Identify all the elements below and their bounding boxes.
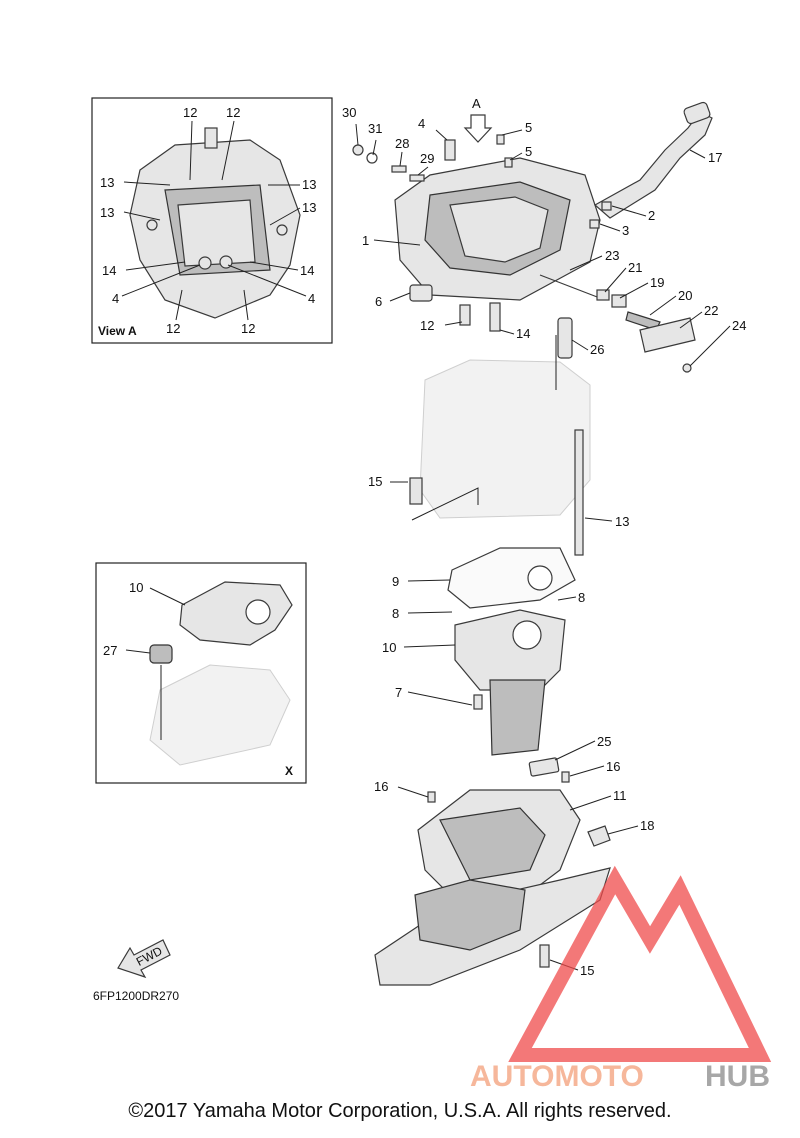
callout-7: 7 <box>395 685 402 700</box>
lower-casing-drawing <box>374 757 611 986</box>
callout-25: 25 <box>597 734 611 749</box>
view-x-caption: X <box>285 764 293 778</box>
callout-12: 12 <box>166 321 180 336</box>
view-a-caption: View A <box>98 324 137 338</box>
callout-15: 15 <box>580 963 594 978</box>
callout-14: 14 <box>102 263 116 278</box>
callout-1: 1 <box>362 233 369 248</box>
callout-4: 4 <box>112 291 119 306</box>
view-a-gasket-drawing <box>129 127 301 319</box>
callout-27: 27 <box>103 643 117 658</box>
callout-16: 16 <box>374 779 388 794</box>
engine-block-ghost <box>419 359 591 519</box>
tiller-handle-drawing <box>593 101 713 219</box>
view-a-arrow: A <box>463 96 493 143</box>
callout-13: 13 <box>302 177 316 192</box>
callout-13: 13 <box>615 514 629 529</box>
callout-10: 10 <box>129 580 143 595</box>
diagram-code: 6FP1200DR270 <box>93 989 179 1003</box>
bolt-15-drawing <box>409 477 423 505</box>
callout-11: 11 <box>613 788 627 803</box>
callout-2: 2 <box>648 208 655 223</box>
callout-18: 18 <box>640 818 654 833</box>
bolt-7-drawing <box>473 694 483 710</box>
view-arrow-label: A <box>472 96 481 111</box>
callout-4: 4 <box>418 116 425 131</box>
watermark-logo: AUTOMOTO HUB <box>470 865 772 1093</box>
callout-12: 12 <box>226 105 240 120</box>
callout-13: 13 <box>100 205 114 220</box>
callout-22: 22 <box>704 303 718 318</box>
view-a-box <box>91 97 333 344</box>
callout-20: 20 <box>678 288 692 303</box>
callout-28: 28 <box>395 136 409 151</box>
callout-23: 23 <box>605 248 619 263</box>
callout-3: 3 <box>622 223 629 238</box>
callout-13: 13 <box>100 175 114 190</box>
callout-21: 21 <box>628 260 642 275</box>
callout-5: 5 <box>525 144 532 159</box>
callout-26: 26 <box>590 342 604 357</box>
callout-17: 17 <box>708 150 722 165</box>
callout-10: 10 <box>382 640 396 655</box>
callout-19: 19 <box>650 275 664 290</box>
callout-24: 24 <box>732 318 746 333</box>
callout-12: 12 <box>241 321 255 336</box>
gasket-drawing <box>447 547 576 609</box>
small-fittings-drawing <box>352 134 696 373</box>
callout-8: 8 <box>578 590 585 605</box>
callout-14: 14 <box>300 263 314 278</box>
callout-12: 12 <box>420 318 434 333</box>
view-x-drawing <box>149 581 293 766</box>
view-x-box <box>95 562 307 784</box>
copyright-notice: ©2017 Yamaha Motor Corporation, U.S.A. A… <box>128 1100 672 1122</box>
callout-6: 6 <box>375 294 382 309</box>
callout-5: 5 <box>525 120 532 135</box>
upper-casing-drawing <box>394 139 601 332</box>
fwd-arrow: FWD <box>117 939 171 979</box>
long-bolt-13-drawing <box>574 429 584 556</box>
callout-12: 12 <box>183 105 197 120</box>
watermark-text-part1: AUTOMOTO <box>470 1060 644 1093</box>
callout-9: 9 <box>392 574 399 589</box>
callout-4: 4 <box>308 291 315 306</box>
callout-14: 14 <box>516 326 530 341</box>
callout-8: 8 <box>392 606 399 621</box>
callout-15: 15 <box>368 474 382 489</box>
exhaust-guide-drawing <box>454 609 566 756</box>
callout-13: 13 <box>302 200 316 215</box>
watermark-text-part2: HUB <box>705 1060 770 1093</box>
callout-31: 31 <box>368 121 382 136</box>
callout-29: 29 <box>420 151 434 166</box>
callout-30: 30 <box>342 105 356 120</box>
callout-16: 16 <box>606 759 620 774</box>
